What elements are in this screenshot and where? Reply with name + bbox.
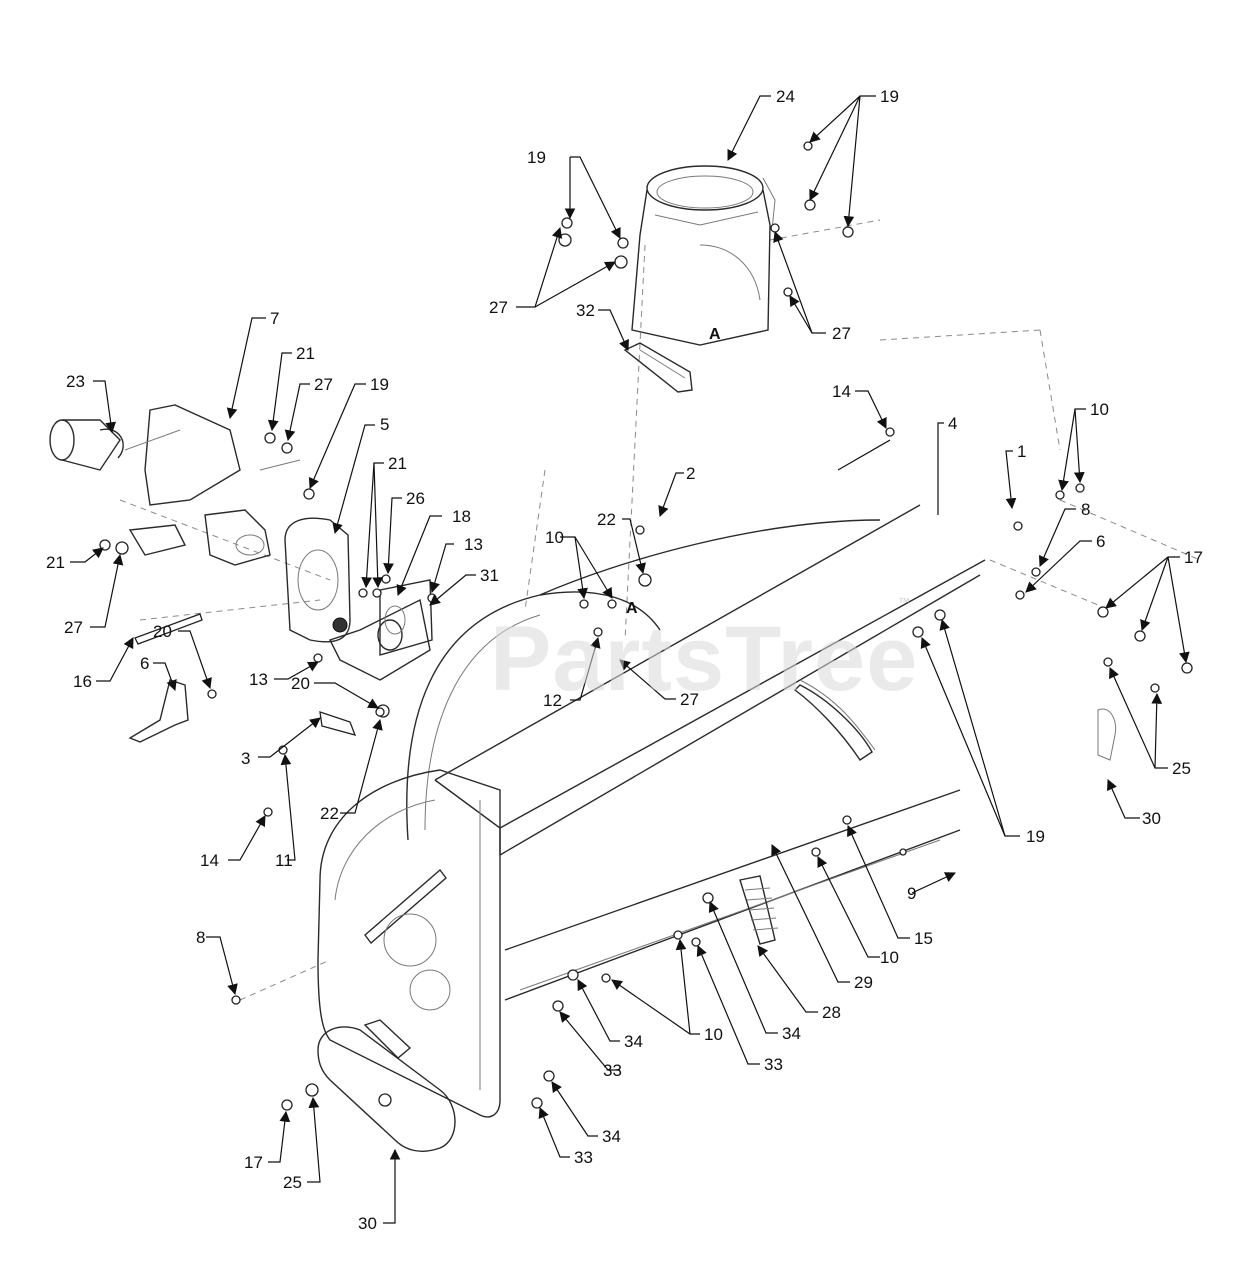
- callout-19-right: 19: [1026, 827, 1045, 846]
- callout-23: 23: [66, 372, 85, 391]
- callout-24: 24: [776, 87, 795, 106]
- callout-17-right: 17: [1184, 548, 1203, 567]
- callout-21-upper: 21: [296, 344, 315, 363]
- callout-22-lower: 22: [320, 804, 339, 823]
- view-marker-a-lower: A: [626, 600, 638, 617]
- callout-14-upper: 14: [832, 382, 851, 401]
- mount-bracket: [379, 579, 433, 656]
- callout-25-right: 25: [1172, 759, 1191, 778]
- callout-21-gearbox: 21: [388, 454, 407, 473]
- callout-33-center: 33: [603, 1061, 622, 1080]
- callout-8-left: 8: [196, 928, 205, 947]
- callout-12: 12: [543, 691, 562, 710]
- gearbox-assembly: [284, 517, 431, 681]
- callout-13-upper: 13: [464, 535, 483, 554]
- callout-19-top-right: 19: [880, 87, 899, 106]
- callout-8-right: 8: [1081, 500, 1090, 519]
- callout-34-bottom: 34: [602, 1127, 621, 1146]
- callout-27-chute-left: 27: [489, 298, 508, 317]
- callout-10-lower-right: 10: [880, 948, 899, 967]
- belt-cover-lower: [317, 1019, 456, 1152]
- housing-side-plate: [317, 769, 501, 1118]
- view-marker-a-upper: A: [709, 326, 721, 343]
- callout-9: 9: [907, 884, 916, 903]
- drive-shaft-assembly: [49, 404, 301, 566]
- callout-30-bottom: 30: [358, 1214, 377, 1233]
- callout-21-left: 21: [46, 553, 65, 572]
- callout-10-top-right: 10: [1090, 400, 1109, 419]
- discharge-chute: [631, 165, 776, 346]
- leader-lines: [70, 95, 1190, 1224]
- callout-28: 28: [822, 1003, 841, 1022]
- callout-17-bottom: 17: [244, 1153, 263, 1172]
- callout-3: 3: [241, 749, 250, 768]
- callout-19-top-left: 19: [527, 148, 546, 167]
- skid-shoe-left: [128, 679, 189, 743]
- callout-34-right: 34: [782, 1024, 801, 1043]
- callout-6-left: 6: [140, 654, 149, 673]
- callout-labels: 1 2 3 4 5 6 6 7 8 8 9 10 10 10 10 11 12 …: [46, 87, 1203, 1233]
- callout-18: 18: [452, 507, 471, 526]
- callout-15: 15: [914, 929, 933, 948]
- watermark-trademark: ™: [898, 595, 910, 609]
- callout-27-left: 27: [64, 618, 83, 637]
- callout-1: 1: [1017, 442, 1026, 461]
- chute-deflector: [623, 342, 693, 393]
- callout-14-lower: 14: [200, 851, 219, 870]
- callout-5: 5: [380, 415, 389, 434]
- callout-20-center: 20: [291, 674, 310, 693]
- callout-4: 4: [948, 414, 957, 433]
- callout-7: 7: [270, 309, 279, 328]
- callout-6-right: 6: [1096, 532, 1105, 551]
- callout-29: 29: [854, 973, 873, 992]
- callout-11: 11: [275, 851, 293, 870]
- alignment-lines: [119, 219, 1201, 1001]
- callout-27-upper: 27: [314, 375, 333, 394]
- belt-cover-right: [1097, 708, 1117, 761]
- callout-34-center: 34: [624, 1032, 643, 1051]
- callout-31: 31: [480, 566, 499, 585]
- callout-22-center: 22: [597, 510, 616, 529]
- callout-20-left: 20: [153, 622, 172, 641]
- shave-plate-spring: [739, 875, 779, 945]
- callout-26: 26: [406, 489, 425, 508]
- callout-27-chute-right: 27: [832, 324, 851, 343]
- callout-33-right: 33: [764, 1055, 783, 1074]
- callout-33-bottom: 33: [574, 1148, 593, 1167]
- callout-32: 32: [576, 301, 595, 320]
- callout-10-center: 10: [545, 528, 564, 547]
- callout-10-bottom: 10: [704, 1025, 723, 1044]
- callout-16: 16: [73, 672, 92, 691]
- callout-25-bottom: 25: [283, 1173, 302, 1192]
- auger-housing: [406, 504, 986, 1001]
- watermark: PartsTree: [490, 608, 918, 710]
- callout-13-lower: 13: [249, 670, 268, 689]
- callout-19-gearbox: 19: [370, 375, 389, 394]
- callout-2: 2: [686, 464, 695, 483]
- hardware: [99, 141, 1193, 1111]
- callout-30-right: 30: [1142, 809, 1161, 828]
- callout-27-center: 27: [680, 690, 699, 709]
